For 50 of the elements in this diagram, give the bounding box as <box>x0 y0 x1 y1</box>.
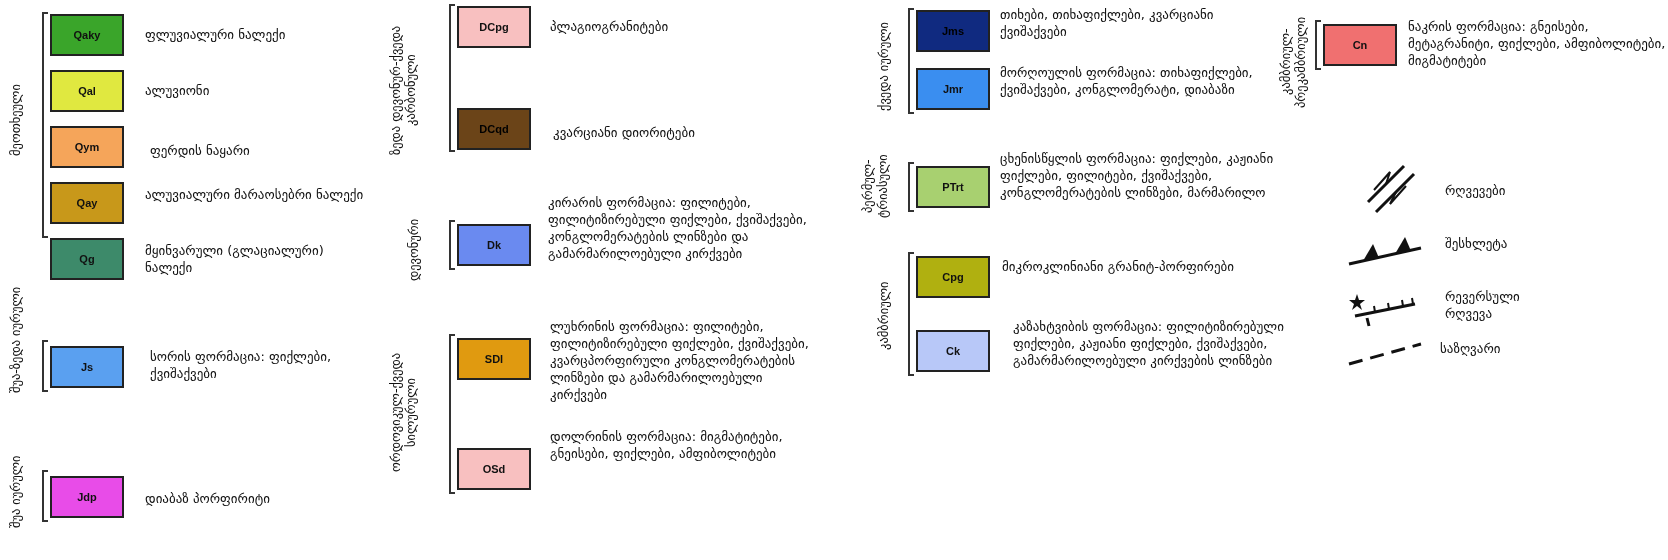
period-label: პერმულ-ტრიასული <box>860 153 890 220</box>
period-label: ქვედა იურული <box>876 21 891 114</box>
unit-color-swatch: Dk <box>457 224 531 266</box>
unit-description: ნაკრის ფორმაცია: გნეისები, მეტაგრანიტი, ფიქლები, ამფიბოლიტები, მიგმატიტები <box>1408 18 1667 69</box>
unit-color-swatch: Ck <box>916 330 990 372</box>
unit-color-swatch: Qaky <box>50 14 124 56</box>
period-label: შუა-ზედა იურული <box>8 285 23 396</box>
unit-color-swatch: SDl <box>457 338 531 380</box>
unit-color-swatch: DCqd <box>457 108 531 150</box>
unit-description: დოლრინის ფორმაცია: მიგმატიტები, გნეისები, ფიქლები, ამფიბოლიტები <box>550 428 784 462</box>
period-label: შუა იურული <box>8 454 23 531</box>
unit-description: ალუვიონი <box>145 82 211 99</box>
period-label: კამბრიული <box>876 280 891 353</box>
unit-color-swatch: DCpg <box>457 6 531 48</box>
unit-description: მორღოულის ფორმაცია: თიხაფიქლები, ქვიშაქვები, კონგლომერატი, დიაბაზი <box>1000 64 1254 98</box>
legend-text: რევერსული რღვევა <box>1445 288 1521 322</box>
unit-description: ალუვიალური მარაოსებრი ნალექი <box>145 186 365 203</box>
unit-color-swatch: Cn <box>1323 24 1397 66</box>
legend-text: შესხლეტა <box>1445 235 1508 252</box>
unit-color-swatch: Cpg <box>916 256 990 298</box>
period-label: დევონური <box>406 217 421 284</box>
unit-color-swatch: Qym <box>50 126 124 168</box>
period-label: კამბრიულ-პრეკამბრიული <box>1278 15 1308 110</box>
unit-description: მყინვარული (გლაციალური) ნალექი <box>145 242 325 276</box>
unit-description: ლუხრინის ფორმაცია: ფილიტები, ფილიტიზირებული ფიქლები, ქვიშაქვები, კვარცპორფირული კონგლომერატების ლინზები და გამარმარილოებული კირქვები <box>550 318 810 403</box>
unit-description: ცხენისწყლის ფორმაცია: ფიქლები, კაჟიანი ფიქლები, ფილიტები, ქვიშაქვები, კონგლომერატების ლინზები, მარმარილო <box>1000 150 1275 201</box>
unit-color-swatch: PTrt <box>916 166 990 208</box>
unit-description: სორის ფორმაცია: ფიქლები, ქვიშაქვები <box>150 348 333 382</box>
unit-color-swatch: Jmr <box>916 68 990 110</box>
legend-text: რღვევები <box>1445 182 1506 199</box>
period-label: მეოთხეული <box>8 83 23 158</box>
unit-color-swatch: Qal <box>50 70 124 112</box>
period-label: ორდოვიკულ-ქვედა სილურული <box>388 351 418 474</box>
period-label: ზედა დევონურ-ქვედა კარბონული <box>388 24 418 157</box>
unit-description: მიკროკლინიანი გრანიტ-პორფირები <box>1002 258 1235 275</box>
unit-color-swatch: Jdp <box>50 476 124 518</box>
legend-text: საზღვარი <box>1440 340 1501 357</box>
unit-description: კვარციანი დიორიტები <box>553 124 696 141</box>
unit-description: კაზახტვიბის ფორმაცია: ფილიტიზირებული ფიქლები, კაჟიანი ფიქლები, ქვიშაქვები, გამარმარილოებული კირქვების ლინზები <box>1013 318 1285 369</box>
unit-description: ფლუვიალური ნალექი <box>145 26 287 43</box>
unit-description: პლაგიოგრანიტები <box>550 18 670 35</box>
unit-color-swatch: Qay <box>50 182 124 224</box>
unit-color-swatch: Qg <box>50 238 124 280</box>
unit-description: დიაბაზ პორფირიტი <box>145 490 271 507</box>
unit-description: კირარის ფორმაცია: ფილიტები, ფილიტიზირებული ფიქლები, ქვიშაქვები, კონგლომერატების ლინზები და გამარმარილოებული კირქვები <box>548 194 808 262</box>
unit-color-swatch: Js <box>50 346 124 388</box>
unit-color-swatch: Jms <box>916 10 990 52</box>
unit-color-swatch: OSd <box>457 448 531 490</box>
unit-description: ფერდის ნაყარი <box>150 142 251 159</box>
unit-description: თიხები, თიხაფიქლები, კვარციანი ქვიშაქვები <box>1000 6 1215 40</box>
